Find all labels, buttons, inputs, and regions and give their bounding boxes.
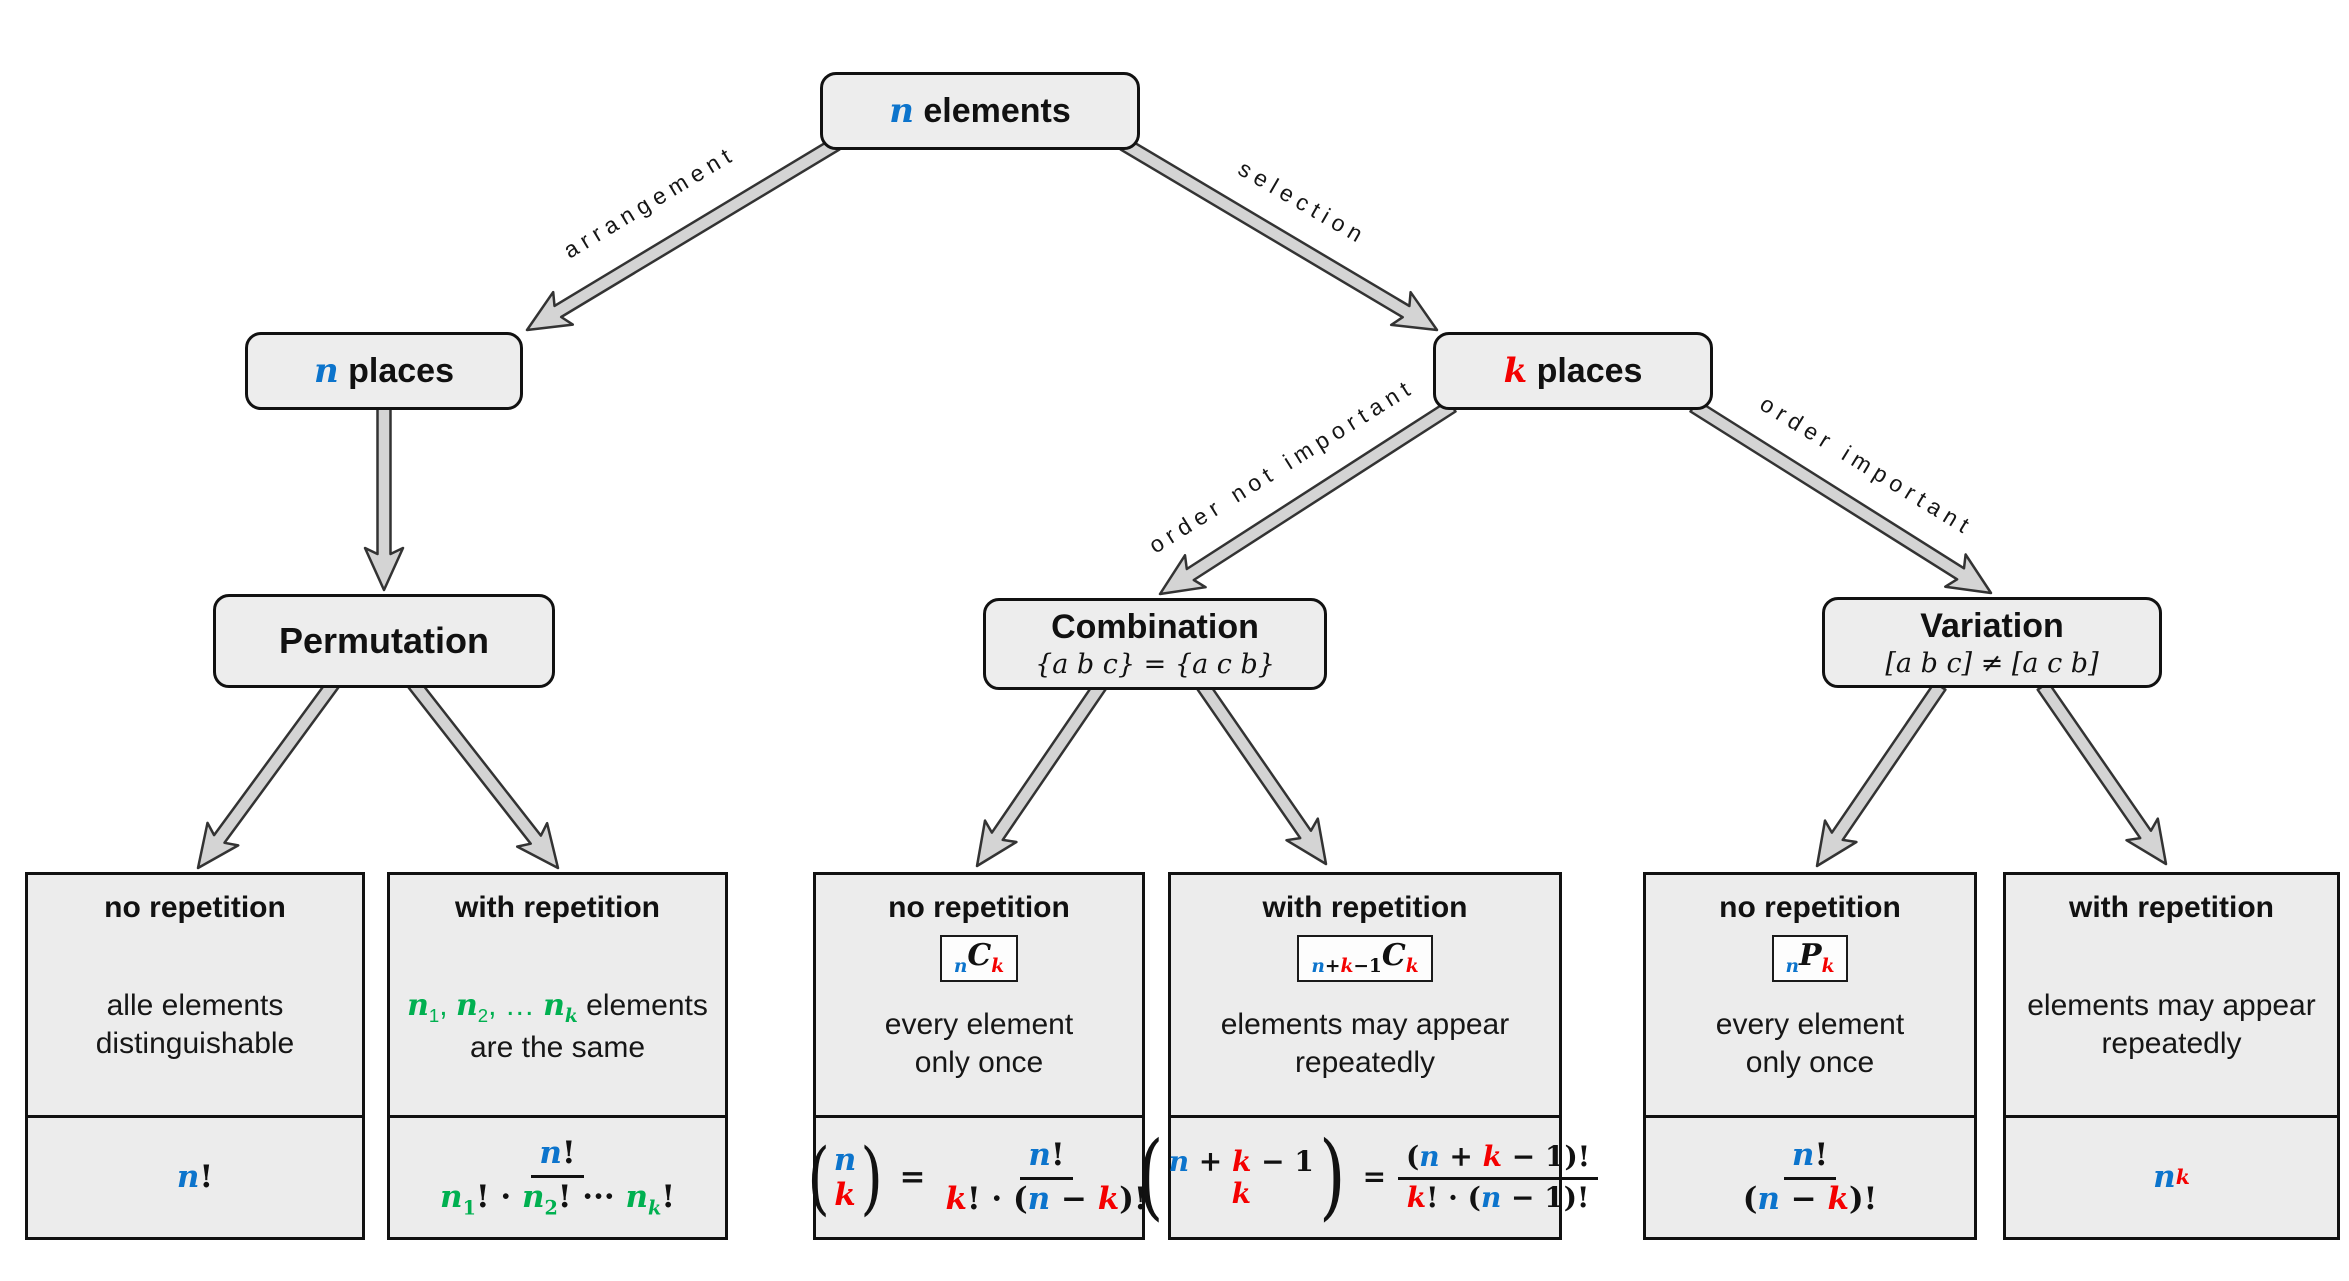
leaf-body-line: only once	[1745, 1046, 1875, 1080]
node-k-places: k places	[1433, 332, 1713, 410]
node-n-places: n places	[245, 332, 523, 410]
arrow	[196, 678, 340, 870]
formula-multiset-coefficient: ( n + k − 1 k ) = (n + k − 1)! k! · (n −…	[1132, 1122, 1599, 1232]
node-variation: Variation [a b c] ≠ [a c b]	[1822, 597, 2162, 688]
leaf-variation-with-repetition: with repetition elements may appear repe…	[2003, 872, 2340, 1240]
leaf-formula-area: n! n1! · n2! ··· nk!	[390, 1118, 725, 1237]
leaf-permutation-no-repetition: no repetition alle elements distinguisha…	[25, 872, 365, 1240]
leaf-formula-area: ( n k ) = n! k! · (n − k)!	[807, 1118, 1148, 1237]
leaf-top: with repetition elements may appear repe…	[2006, 875, 2337, 1118]
node-combination: Combination {a b c} = {a c b}	[983, 598, 1327, 690]
leaf-variation-no-repetition: no repetition nPk every element only onc…	[1643, 872, 1977, 1240]
node-n-elements-label: n elements	[889, 91, 1071, 131]
node-n-elements: n elements	[820, 72, 1140, 150]
fraction: (n + k − 1)! k! · (n − 1)!	[1398, 1141, 1599, 1213]
leaf-header: with repetition	[455, 891, 660, 924]
arrow	[363, 404, 405, 592]
fraction: n! n1! · n2! ··· nk!	[440, 1134, 675, 1219]
node-combination-note: {a b c} = {a c b}	[1035, 649, 1275, 680]
leaf-top: no repetition nCk every element only onc…	[816, 875, 1142, 1118]
leaf-body-line: are the same	[469, 1030, 646, 1064]
leaf-body-line: every element	[884, 1008, 1074, 1042]
leaf-body: every element only once	[885, 1006, 1073, 1082]
leaf-formula-area: n!	[28, 1118, 362, 1237]
leaf-formula-area: ( n + k − 1 k ) = (n + k − 1)! k! · (n −…	[1137, 1118, 1599, 1237]
leaf-body-line: alle elements	[106, 989, 284, 1022]
arrow	[975, 681, 1107, 868]
leaf-top: no repetition nPk every element only onc…	[1646, 875, 1974, 1118]
leaf-header: with repetition	[2069, 891, 2274, 924]
leaf-body: every element only once	[1716, 1006, 1904, 1082]
leaf-body-line: repeatedly	[1294, 1046, 1436, 1080]
leaf-header: no repetition	[888, 891, 1070, 924]
leaf-header: no repetition	[1719, 891, 1901, 924]
formula-partial-permutation: n! (n − k)!	[1735, 1136, 1886, 1217]
leaf-body: elements may appear repeatedly	[2027, 987, 2316, 1063]
node-permutation-label: Permutation	[278, 620, 490, 661]
node-k-places-label: k places	[1503, 351, 1643, 391]
leaf-top: with repetition n+k−1Ck elements may app…	[1171, 875, 1559, 1118]
arrow	[407, 678, 560, 870]
equals-sign: =	[899, 1158, 926, 1195]
fraction: n! (n − k)!	[1742, 1136, 1878, 1217]
arrow	[1196, 681, 1328, 866]
node-variation-label: Variation	[1920, 606, 2064, 645]
node-n-places-label: n places	[313, 351, 455, 391]
formula-n-factorial: n!	[176, 1158, 214, 1195]
binomial-stack: n + k − 1 k	[1168, 1145, 1314, 1210]
arrow	[525, 137, 841, 332]
leaf-body-line: every element	[1715, 1008, 1905, 1042]
paren-left: (	[806, 1130, 830, 1224]
leaf-body: elements may appear repeatedly	[1221, 1006, 1510, 1082]
formula-binomial-coefficient: ( n k ) = n! k! · (n − k)!	[803, 1130, 1156, 1224]
leaf-body: alle elements distinguishable	[96, 987, 294, 1063]
arrow	[1815, 681, 1947, 868]
leaf-combination-with-repetition: with repetition n+k−1Ck elements may app…	[1137, 872, 1599, 1240]
paren-right: )	[860, 1130, 884, 1224]
leaf-formula-area: n! (n − k)!	[1646, 1118, 1974, 1237]
leaf-body-line: repeatedly	[2101, 1027, 2242, 1061]
node-variation-note: [a b c] ≠ [a c b]	[1885, 647, 2099, 679]
badge-nPk: nPk	[1771, 935, 1849, 983]
node-permutation: Permutation	[213, 594, 555, 688]
node-combination-label: Combination	[1051, 608, 1259, 646]
leaf-body-line: only once	[914, 1046, 1044, 1080]
leaf-combination-no-repetition: no repetition nCk every element only onc…	[807, 872, 1148, 1240]
paren-left: (	[1137, 1122, 1164, 1232]
leaf-header: with repetition	[1262, 891, 1468, 924]
leaf-top: with repetition n1, n2, … nk elements ar…	[390, 875, 725, 1118]
badge-nCk: nCk	[939, 935, 1019, 983]
leaf-body-line: n1, n2, … nk elements	[407, 988, 708, 1028]
leaf-body-line: elements may appear	[2027, 989, 2316, 1022]
leaf-body-line: distinguishable	[95, 1027, 295, 1061]
badge-n-plus-k-minus-1-C-k: n+k−1Ck	[1297, 935, 1433, 983]
binomial: ( n k )	[803, 1130, 888, 1224]
leaf-body: n1, n2, … nk elements are the same	[407, 987, 708, 1067]
binomial: ( n + k − 1 k )	[1132, 1122, 1351, 1232]
leaf-header: no repetition	[104, 891, 286, 924]
formula-multiset-permutation: n! n1! · n2! ··· nk!	[432, 1134, 683, 1219]
fraction: n! k! · (n − k)!	[945, 1136, 1148, 1217]
arrow	[1158, 399, 1457, 596]
leaf-top: no repetition alle elements distinguisha…	[28, 875, 362, 1118]
leaf-body-line: elements may appear	[1220, 1008, 1510, 1042]
paren-right: )	[1319, 1122, 1346, 1232]
arrow	[2036, 681, 2168, 866]
arrow	[1119, 137, 1439, 332]
arrow	[1689, 399, 1993, 595]
equals-sign: =	[1362, 1160, 1387, 1194]
leaf-permutation-with-repetition: with repetition n1, n2, … nk elements ar…	[387, 872, 728, 1240]
binomial-stack: n k	[833, 1141, 857, 1213]
